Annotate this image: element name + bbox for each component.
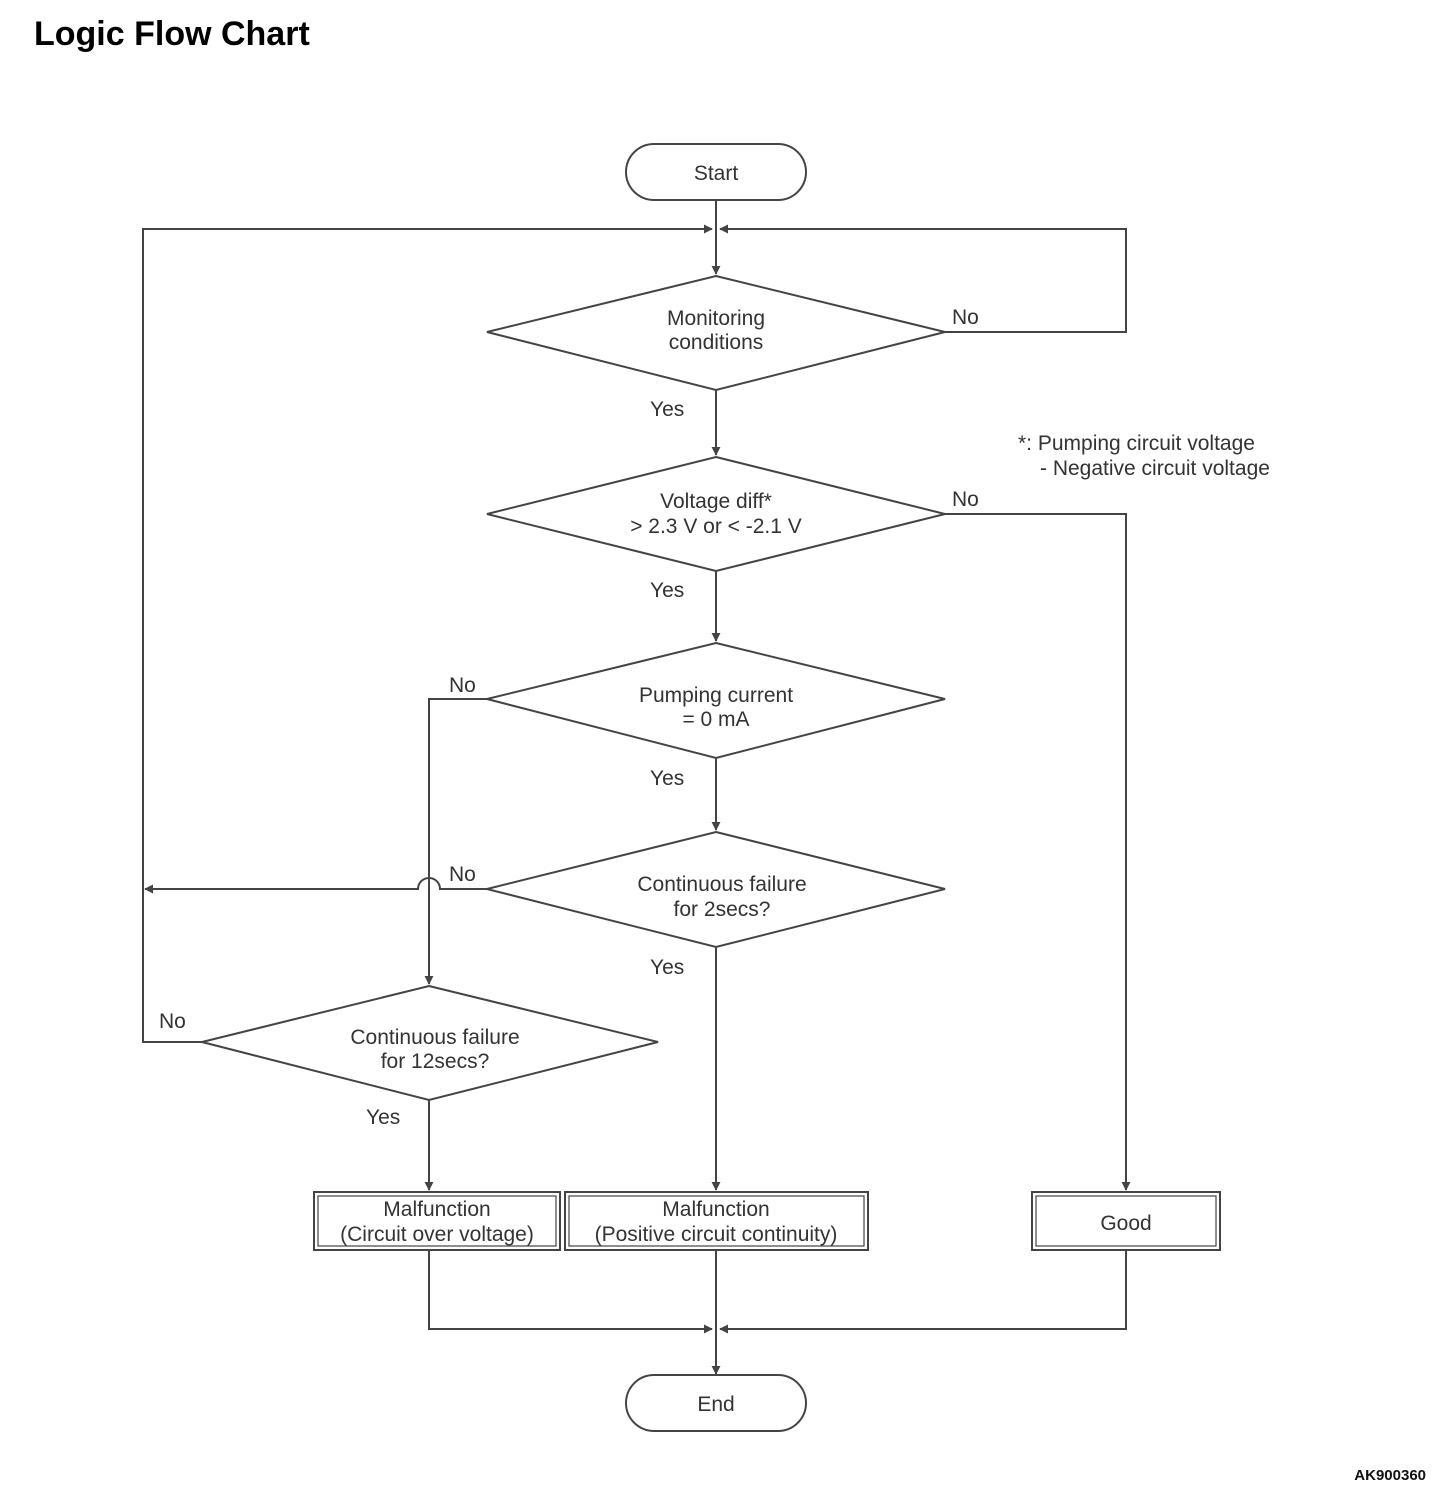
decision-pumping-current: Pumping current = 0 mA bbox=[486, 641, 946, 760]
label-monitoring-no: No bbox=[952, 306, 979, 329]
decision-continuous-2secs: Continuous failure for 2secs? bbox=[486, 830, 946, 949]
page-title: Logic Flow Chart bbox=[34, 15, 310, 53]
connector-monitoring-no-loop bbox=[719, 224, 1127, 333]
decision-2secs-line-1: Continuous failure bbox=[637, 873, 806, 896]
label-12secs-no: No bbox=[159, 1010, 186, 1033]
connector-good-to-end bbox=[719, 1250, 1127, 1334]
result-malfunction-circuit-over-voltage: Malfunction (Circuit over voltage) bbox=[313, 1191, 561, 1251]
decision-12secs-line-2: for 12secs? bbox=[381, 1050, 490, 1073]
label-monitoring-yes: Yes bbox=[650, 398, 684, 421]
result-malfunction-positive-continuity: Malfunction (Positive circuit continuity… bbox=[564, 1191, 869, 1251]
label-2secs-yes: Yes bbox=[650, 956, 684, 979]
malfunction-1-line-2: (Circuit over voltage) bbox=[340, 1223, 534, 1246]
decision-2secs-line-2: for 2secs? bbox=[674, 898, 771, 921]
start-node: Start bbox=[625, 143, 807, 201]
label-12secs-yes: Yes bbox=[366, 1106, 400, 1129]
malfunction-2-line-2: (Positive circuit continuity) bbox=[595, 1223, 838, 1246]
end-label: End bbox=[697, 1393, 734, 1416]
connector-malfunction-1-to-end bbox=[428, 1250, 713, 1334]
connector-2secs-no bbox=[144, 877, 487, 894]
label-voltage-no: No bbox=[952, 488, 979, 511]
label-voltage-yes: Yes bbox=[650, 579, 684, 602]
figure-code: AK900360 bbox=[1354, 1467, 1426, 1484]
decision-monitoring-line-1: Monitoring bbox=[667, 307, 765, 330]
label-2secs-no: No bbox=[449, 863, 476, 886]
malfunction-1-line-1: Malfunction bbox=[383, 1198, 490, 1221]
label-pumping-no: No bbox=[449, 674, 476, 697]
good-label: Good bbox=[1100, 1212, 1151, 1235]
decision-continuous-12secs: Continuous failure for 12secs? bbox=[201, 984, 659, 1102]
decision-pumping-line-2: = 0 mA bbox=[682, 708, 749, 731]
connector-voltage-no bbox=[945, 513, 1131, 1191]
decision-monitoring-line-2: conditions bbox=[669, 331, 764, 354]
decision-voltage-line-1: Voltage diff* bbox=[660, 490, 772, 513]
label-pumping-yes: Yes bbox=[650, 767, 684, 790]
connector-pumping-no bbox=[424, 698, 487, 985]
decision-voltage-line-2: > 2.3 V or < -2.1 V bbox=[630, 515, 802, 538]
end-node: End bbox=[625, 1374, 807, 1432]
malfunction-2-line-1: Malfunction bbox=[662, 1198, 769, 1221]
connector-12secs-no-loop bbox=[142, 224, 713, 1043]
decision-12secs-line-1: Continuous failure bbox=[350, 1026, 519, 1049]
footnote-line-1: *: Pumping circuit voltage bbox=[1018, 432, 1255, 455]
decision-voltage-diff: Voltage diff* > 2.3 V or < -2.1 V bbox=[486, 455, 946, 573]
decision-pumping-line-1: Pumping current bbox=[639, 684, 793, 707]
result-good: Good bbox=[1031, 1191, 1221, 1251]
start-label: Start bbox=[694, 162, 739, 185]
footnote-line-2: - Negative circuit voltage bbox=[1040, 457, 1270, 480]
decision-monitoring-conditions: Monitoring conditions bbox=[486, 274, 946, 392]
